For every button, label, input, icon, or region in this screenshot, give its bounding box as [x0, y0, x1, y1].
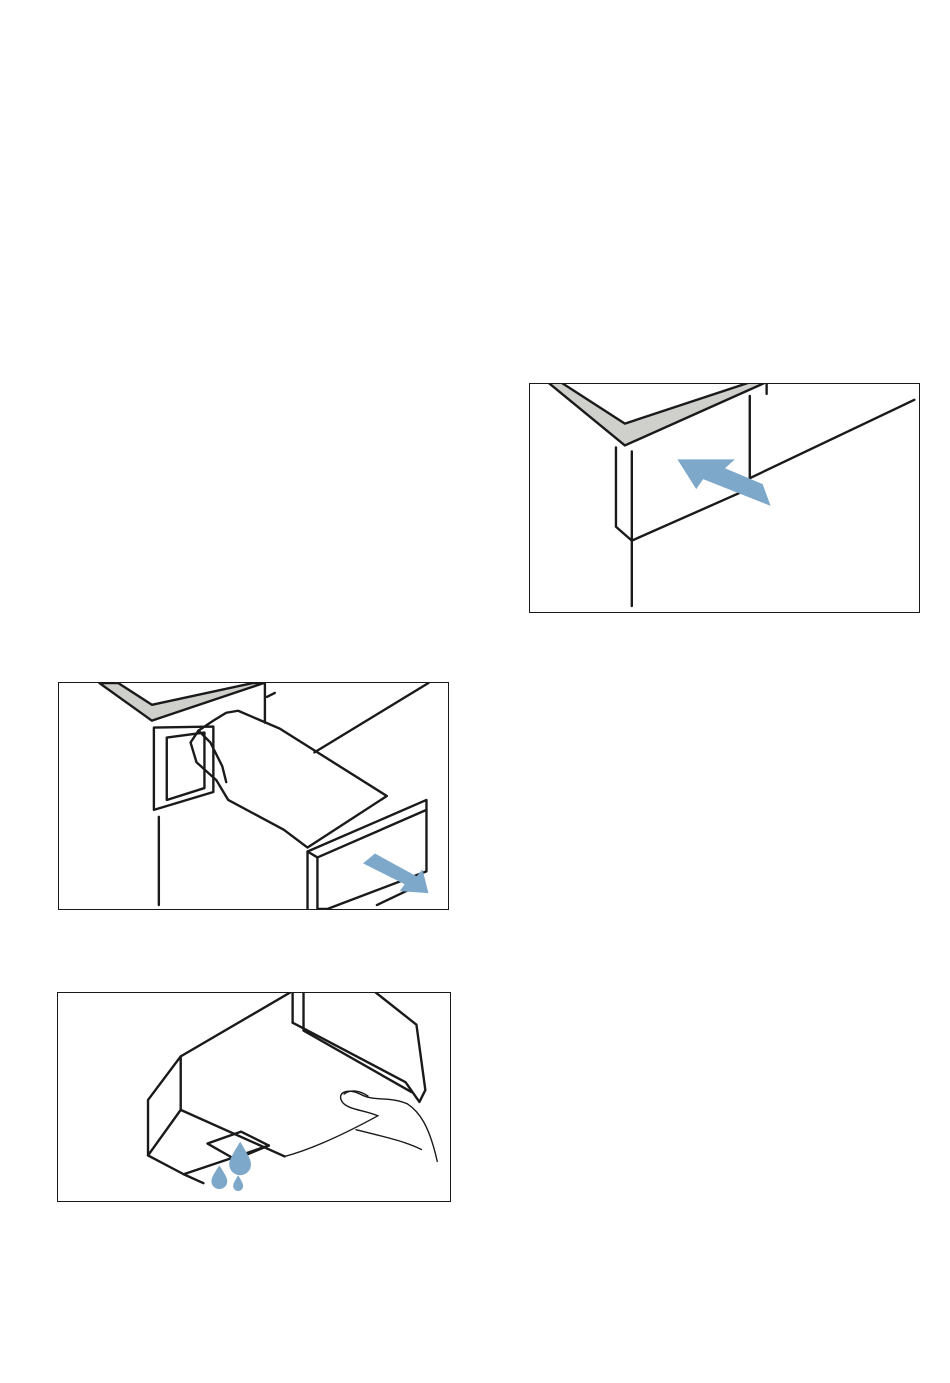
empty-container-drawing: [58, 993, 450, 1201]
container-bottom-edge: [148, 1146, 269, 1175]
container-base: [181, 1110, 285, 1157]
cabinet-top-edge: [267, 693, 275, 697]
container-front-bottom: [632, 487, 753, 541]
illustration-insert-container: [529, 383, 920, 613]
container-left-face: [148, 1056, 181, 1155]
illustration-pull-out-container: [58, 682, 449, 910]
insert-container-drawing: [530, 384, 919, 612]
pull-out-container-drawing: [59, 683, 448, 909]
hand-outline: [285, 1091, 438, 1161]
container-bottom-front: [184, 1174, 204, 1183]
cabinet-base-line: [750, 400, 915, 478]
container-front-face: [317, 810, 426, 858]
water-drop-small: [211, 1165, 227, 1189]
appliance-top-panel: [99, 683, 264, 721]
water-drop-large: [229, 1142, 251, 1176]
cabinet-far-edge: [314, 683, 428, 752]
container-front-panel: [293, 993, 426, 1102]
illustration-empty-container: [57, 992, 451, 1202]
container-top-edge: [181, 993, 293, 1056]
opening-frame-inner: [167, 733, 205, 800]
hand-finger-line: [356, 1130, 421, 1150]
cabinet-corner-edge: [616, 447, 632, 606]
appliance-top-panel: [548, 384, 767, 445]
water-drops-icon: [233, 1175, 243, 1191]
container-body: [191, 711, 387, 848]
